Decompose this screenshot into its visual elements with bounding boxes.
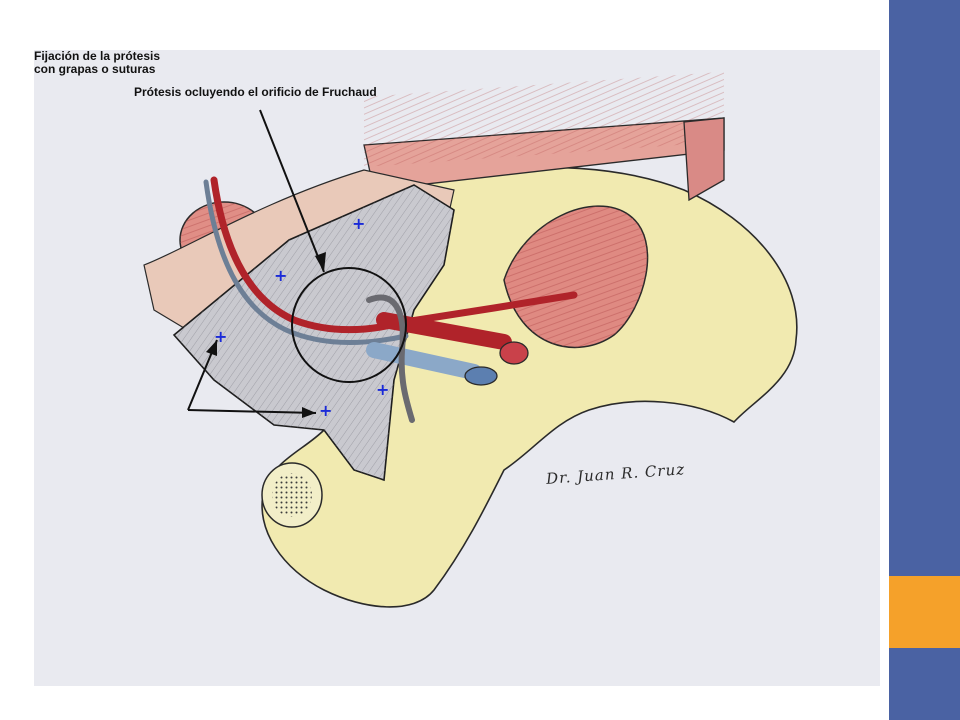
label-fixation-line-1: Fijación de la prótesis bbox=[34, 50, 161, 63]
fixation-mark: + bbox=[352, 214, 365, 233]
arrowhead-prosthesis bbox=[315, 252, 326, 272]
label-fixation-line-2: con grapas o suturas bbox=[34, 62, 156, 76]
side-accent-bar-orange bbox=[889, 576, 960, 648]
fixation-mark: + bbox=[274, 266, 287, 285]
pubic-bone-texture bbox=[272, 473, 312, 517]
arrowhead-fixation-right bbox=[302, 407, 316, 418]
femoral-artery-opening bbox=[499, 341, 529, 365]
fixation-mark: + bbox=[214, 327, 227, 346]
muscle-texture bbox=[364, 71, 724, 167]
label-prosthesis-fixation: Fijación de la prótesis con grapas o sut… bbox=[34, 50, 880, 76]
arrow-to-prosthesis bbox=[259, 109, 325, 273]
fruchaud-orifice-circle bbox=[291, 267, 407, 383]
muscle-end-block bbox=[683, 117, 725, 202]
femoral-vein bbox=[366, 342, 482, 380]
fixation-mark: + bbox=[376, 380, 389, 399]
label-prosthesis-occluding-orifice: Prótesis ocluyendo el orificio de Frucha… bbox=[134, 85, 377, 99]
femoral-vein-opening bbox=[464, 366, 498, 386]
arrow-to-fixation-right bbox=[187, 409, 317, 414]
spermatic-cord-vessel-blue bbox=[203, 179, 409, 345]
anatomical-illustration-photo: + + + + + Prótesis ocluyendo el orificio… bbox=[34, 50, 880, 686]
iliopsoas-texture bbox=[504, 206, 648, 348]
mesh-texture bbox=[174, 185, 454, 480]
arrowhead-fixation-left bbox=[206, 340, 217, 356]
round-ligament bbox=[366, 294, 415, 423]
fixation-mark: + bbox=[319, 401, 332, 420]
anatomical-drawing: + + + + + bbox=[143, 71, 798, 608]
